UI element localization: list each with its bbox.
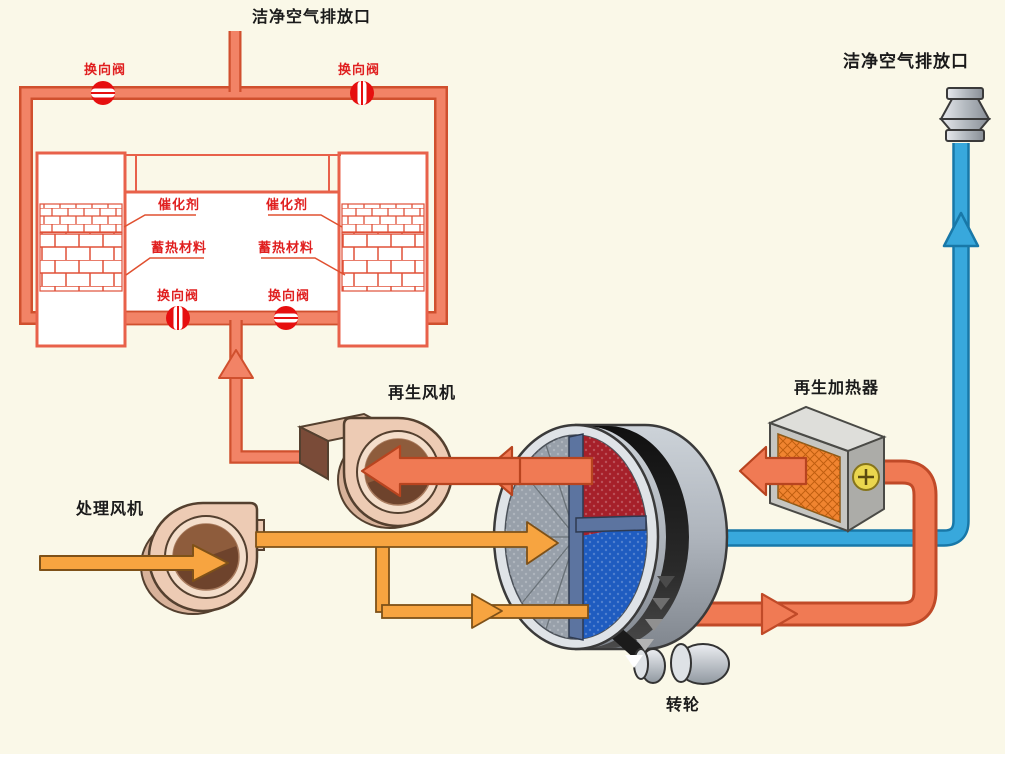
heat-storage-bed-left (39, 232, 123, 292)
drive-rollers (633, 643, 730, 685)
right-arrow-lower (471, 593, 503, 629)
heat-storage-left-leader (125, 257, 204, 276)
heat-storage-bed-right (341, 232, 425, 292)
catalyst-bed-right (341, 203, 425, 234)
switch-valve-icon-bottom-right (274, 306, 298, 330)
stack-outlet-label: 洁净空气排放口 (252, 9, 372, 26)
heat-storage-left-label: 蓄热材料 (151, 240, 208, 255)
up-arrow-clean-air (942, 211, 980, 248)
heat-tower-left (35, 151, 127, 348)
regen-air-arrows (360, 444, 594, 498)
rotor-label: 转轮 (666, 697, 701, 714)
branch-pipe (375, 539, 390, 613)
valve-top-left-label: 换向阀 (84, 62, 127, 77)
clean-air-pipe (712, 143, 980, 547)
roof-vent-icon (938, 87, 992, 142)
desorption-pipe (688, 459, 938, 636)
switch-valve-icon-top-left (91, 81, 115, 105)
catalyst-left-leader (123, 214, 196, 228)
catalyst-bed-left (39, 203, 123, 234)
inlet-arrow (39, 544, 229, 582)
catalyst-right-leader (268, 214, 343, 228)
rotor-divider-horizontal (575, 515, 647, 533)
upper-plenum-lines (124, 154, 341, 192)
main-pipe-arrow (255, 521, 559, 565)
diagram-background (0, 0, 1005, 754)
left-arrow-into-fan (360, 444, 522, 498)
right-arrow-to-heater (760, 592, 799, 636)
belt-direction-chevrons (625, 576, 675, 668)
valve-bottom-left-label: 换向阀 (157, 288, 200, 303)
regen-heater-label: 再生加热器 (794, 380, 880, 397)
rto-unit (19, 31, 448, 348)
switch-valve-icon-top-right (350, 81, 374, 105)
process-fan-label: 处理风机 (76, 501, 145, 518)
valve-bottom-right-label: 换向阀 (268, 288, 311, 303)
rotor-divider-vertical (568, 433, 584, 641)
up-arrow-into-rto (218, 349, 254, 379)
drive-belt-icon (585, 426, 689, 648)
heat-storage-right-leader (261, 257, 346, 276)
catalyst-right-label: 催化剂 (266, 197, 309, 212)
regen-supply-pipe (218, 320, 302, 464)
catalyst-left-label: 催化剂 (158, 197, 201, 212)
left-arrow-heater-to-rotor (738, 445, 808, 497)
heat-storage-right-label: 蓄热材料 (258, 240, 315, 255)
heat-tower-right (337, 151, 429, 348)
right-outlet-label: 洁净空气排放口 (843, 52, 969, 71)
switch-valve-icon-bottom-left (166, 306, 190, 330)
process-air-pipes (39, 521, 589, 629)
valve-top-right-label: 换向阀 (338, 62, 381, 77)
regen-fan-label: 再生风机 (388, 385, 457, 402)
heater-core-grid (778, 434, 840, 522)
plus-icon (852, 463, 880, 491)
